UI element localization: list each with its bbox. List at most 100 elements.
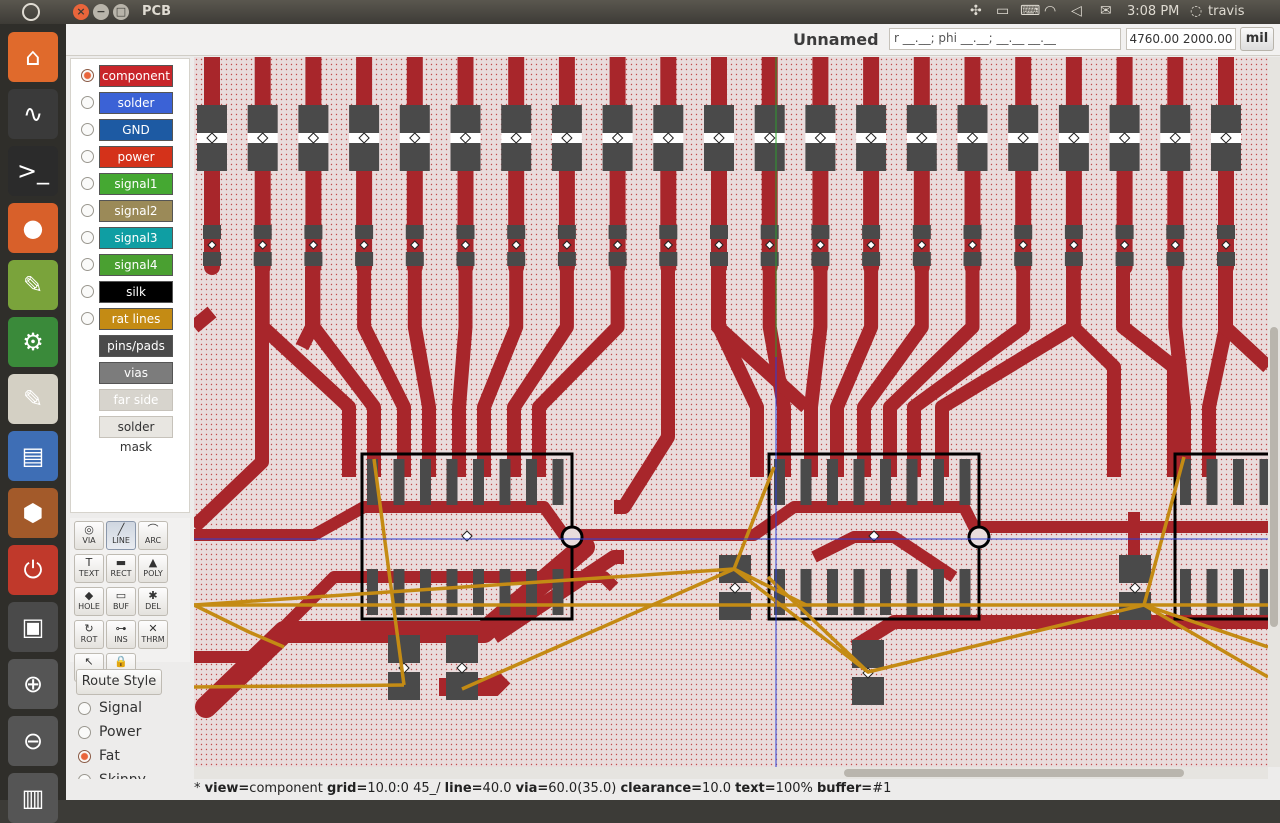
keyboard-icon[interactable]: ⌨	[1020, 3, 1041, 19]
trash-icon[interactable]: ▥	[8, 773, 58, 823]
layer-toggle-button[interactable]: solder mask	[99, 416, 173, 454]
layer-select-radio[interactable]	[81, 123, 94, 136]
volume-icon[interactable]: ◁	[1071, 3, 1082, 19]
thrm-tool-button[interactable]: ✕THRM	[138, 620, 168, 649]
draw-icon[interactable]: ✎	[8, 374, 58, 424]
pad-center-mark	[459, 132, 472, 144]
layer-toggle-button[interactable]: power	[99, 146, 173, 168]
dropbox-icon[interactable]: ✣	[970, 3, 982, 19]
trace	[194, 501, 734, 541]
ic-pin	[473, 459, 484, 505]
layer-toggle-button[interactable]: signal2	[99, 200, 173, 222]
pad	[298, 143, 329, 171]
pad-center-mark	[1118, 132, 1131, 144]
ic-pin	[1233, 459, 1244, 505]
ic-pin	[552, 459, 564, 505]
pad-center-mark	[612, 240, 623, 250]
pad-center-mark	[1220, 132, 1232, 144]
terminal-icon[interactable]: >_	[8, 146, 58, 196]
rat-line	[1143, 603, 1268, 649]
line-tool-button[interactable]: ╱LINE	[106, 521, 136, 550]
layer-select-radio[interactable]	[81, 69, 94, 82]
mail-icon[interactable]: ✉	[1100, 3, 1112, 19]
home-folder-icon[interactable]: ⌂	[8, 32, 58, 82]
window-close-button[interactable]: ×	[73, 4, 89, 20]
pcb-layout[interactable]	[194, 57, 1268, 767]
rat-line	[732, 567, 870, 674]
ic-pin	[853, 569, 865, 615]
poly-tool-button[interactable]: ▲POLY	[138, 554, 168, 583]
pad-center-mark	[510, 132, 522, 144]
window-minimize-button[interactable]: −	[93, 4, 109, 20]
route-style-radio[interactable]	[78, 702, 91, 715]
pad-center-mark	[561, 132, 573, 144]
window-maximize-button[interactable]: □	[113, 4, 129, 20]
del-tool-button[interactable]: ✱DEL	[138, 587, 168, 616]
layer-toggle-button[interactable]: vias	[99, 362, 173, 384]
gerbv-icon[interactable]: ⚙	[8, 317, 58, 367]
route-style-radio[interactable]	[78, 726, 91, 739]
firefox-icon[interactable]: ●	[8, 203, 58, 253]
wifi-icon[interactable]: ◠	[1044, 3, 1057, 19]
rect-tool-button[interactable]: ▬RECT	[106, 554, 136, 583]
top-panel: × − □ PCB ✣ ▭ ⌨ ◠ ◁ ✉ 3:08 PM ◌ travis	[0, 0, 1280, 24]
user-status-icon[interactable]: ◌	[1190, 3, 1203, 19]
buf-tool-button[interactable]: ▭BUF	[106, 587, 136, 616]
ic-pin	[880, 569, 891, 615]
ic-pin	[420, 569, 431, 615]
system-monitor-icon[interactable]: ∿	[8, 89, 58, 139]
layer-toggle-button[interactable]: GND	[99, 119, 173, 141]
status-text: 100%	[775, 781, 813, 796]
layer-toggle-button[interactable]: rat lines	[99, 308, 173, 330]
layer-row-signal2: signal2	[71, 198, 191, 222]
layer-select-radio[interactable]	[81, 204, 94, 217]
layer-toggle-button[interactable]: pins/pads	[99, 335, 173, 357]
layer-select-radio[interactable]	[81, 312, 94, 325]
horizontal-scrollbar[interactable]	[194, 767, 1268, 779]
layer-toggle-button[interactable]: component	[99, 65, 173, 87]
workspace-icon[interactable]: ▣	[8, 602, 58, 652]
layer-toggle-button[interactable]: signal3	[99, 227, 173, 249]
pad-center-mark	[814, 132, 827, 144]
layer-row-power: power	[71, 144, 191, 168]
layer-toggle-button[interactable]: silk	[99, 281, 173, 303]
display-icon[interactable]: ▭	[996, 3, 1010, 19]
pcb-app-icon[interactable]: ✎	[8, 260, 58, 310]
status-clearance: 10.0	[702, 781, 731, 796]
clock[interactable]: 3:08 PM	[1127, 4, 1180, 19]
power-icon[interactable]: ⏻	[8, 545, 58, 595]
layer-select-radio[interactable]	[81, 150, 94, 163]
vertical-scrollbar[interactable]	[1268, 57, 1280, 767]
hole-tool-button[interactable]: ◆HOLE	[74, 587, 104, 616]
layer-toggle-button[interactable]: signal4	[99, 254, 173, 276]
ubuntu-logo-icon[interactable]	[22, 3, 40, 21]
rot-tool-button[interactable]: ↻ROT	[74, 620, 104, 649]
rect-icon: ▬	[115, 556, 127, 569]
route-style-button[interactable]: Route Style	[76, 669, 162, 695]
pad	[456, 225, 475, 239]
document-icon[interactable]: ▤	[8, 431, 58, 481]
pad	[862, 252, 881, 266]
layer-toggle-button[interactable]: signal1	[99, 173, 173, 195]
layer-select-radio[interactable]	[81, 258, 94, 271]
layer-toggle-button[interactable]: solder	[99, 92, 173, 114]
ins-tool-button[interactable]: ⊶INS	[106, 620, 136, 649]
board-canvas[interactable]	[194, 57, 1268, 767]
software-icon[interactable]: ⬢	[8, 488, 58, 538]
user-name[interactable]: travis	[1208, 4, 1245, 19]
zoom-out-icon[interactable]: ⊖	[8, 716, 58, 766]
route-style-radio[interactable]	[78, 750, 91, 763]
pad	[304, 252, 323, 266]
zoom-in-icon[interactable]: ⊕	[8, 659, 58, 709]
layer-select-radio[interactable]	[81, 177, 94, 190]
layer-select-radio[interactable]	[81, 231, 94, 244]
layer-select-radio[interactable]	[81, 96, 94, 109]
ic-pin	[1233, 569, 1244, 615]
units-toggle-button[interactable]: mil	[1240, 27, 1274, 51]
pad	[1211, 105, 1241, 133]
arc-tool-button[interactable]: ⌒ARC	[138, 521, 168, 550]
layer-toggle-button[interactable]: far side	[99, 389, 173, 411]
via-tool-button[interactable]: ◎VIA	[74, 521, 104, 550]
layer-select-radio[interactable]	[81, 285, 94, 298]
